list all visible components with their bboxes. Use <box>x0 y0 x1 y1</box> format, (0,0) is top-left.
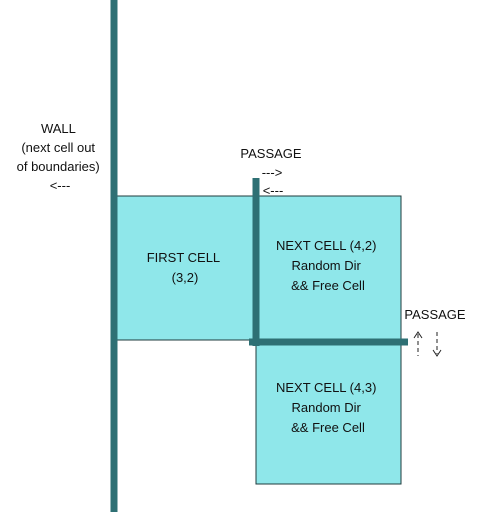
next-cell-4-2-line-1: NEXT CELL (4,2) <box>276 238 376 253</box>
next-cell-4-2-line-3: && Free Cell <box>291 278 365 293</box>
passage-top-arrow-right: ---> <box>262 165 283 180</box>
up-arrow-head <box>413 331 423 339</box>
wall-label: WALL (next cell out of boundaries) <--- <box>17 121 104 193</box>
wall-label-line-3: of boundaries) <box>17 159 100 174</box>
next-cell-4-3-label: NEXT CELL (4,3) Random Dir && Free Cell <box>276 380 380 435</box>
passage-top-title: PASSAGE <box>240 146 302 161</box>
passage-right-up-arrow <box>413 331 423 356</box>
down-arrow-head <box>432 349 442 357</box>
wall-label-line-2: (next cell out <box>21 140 95 155</box>
passage-right-down-arrow <box>432 332 442 357</box>
wall-label-arrow: <--- <box>50 178 71 193</box>
next-cell-4-3-line-1: NEXT CELL (4,3) <box>276 380 376 395</box>
next-cell-4-3-line-2: Random Dir <box>292 400 362 415</box>
next-cell-4-3-line-3: && Free Cell <box>291 420 365 435</box>
passage-top-arrow-left: <--- <box>263 183 284 198</box>
next-cell-4-2-label: NEXT CELL (4,2) Random Dir && Free Cell <box>276 238 380 293</box>
first-cell <box>113 195 257 341</box>
wall-label-title: WALL <box>41 121 76 136</box>
next-cell-4-3 <box>255 339 402 485</box>
passage-right-title: PASSAGE <box>404 307 466 322</box>
first-cell-line-2: (3,2) <box>172 270 199 285</box>
next-cell-4-2 <box>255 195 402 341</box>
next-cell-4-2-line-2: Random Dir <box>292 258 362 273</box>
first-cell-label: FIRST CELL (3,2) <box>147 250 224 285</box>
first-cell-line-1: FIRST CELL <box>147 250 220 265</box>
